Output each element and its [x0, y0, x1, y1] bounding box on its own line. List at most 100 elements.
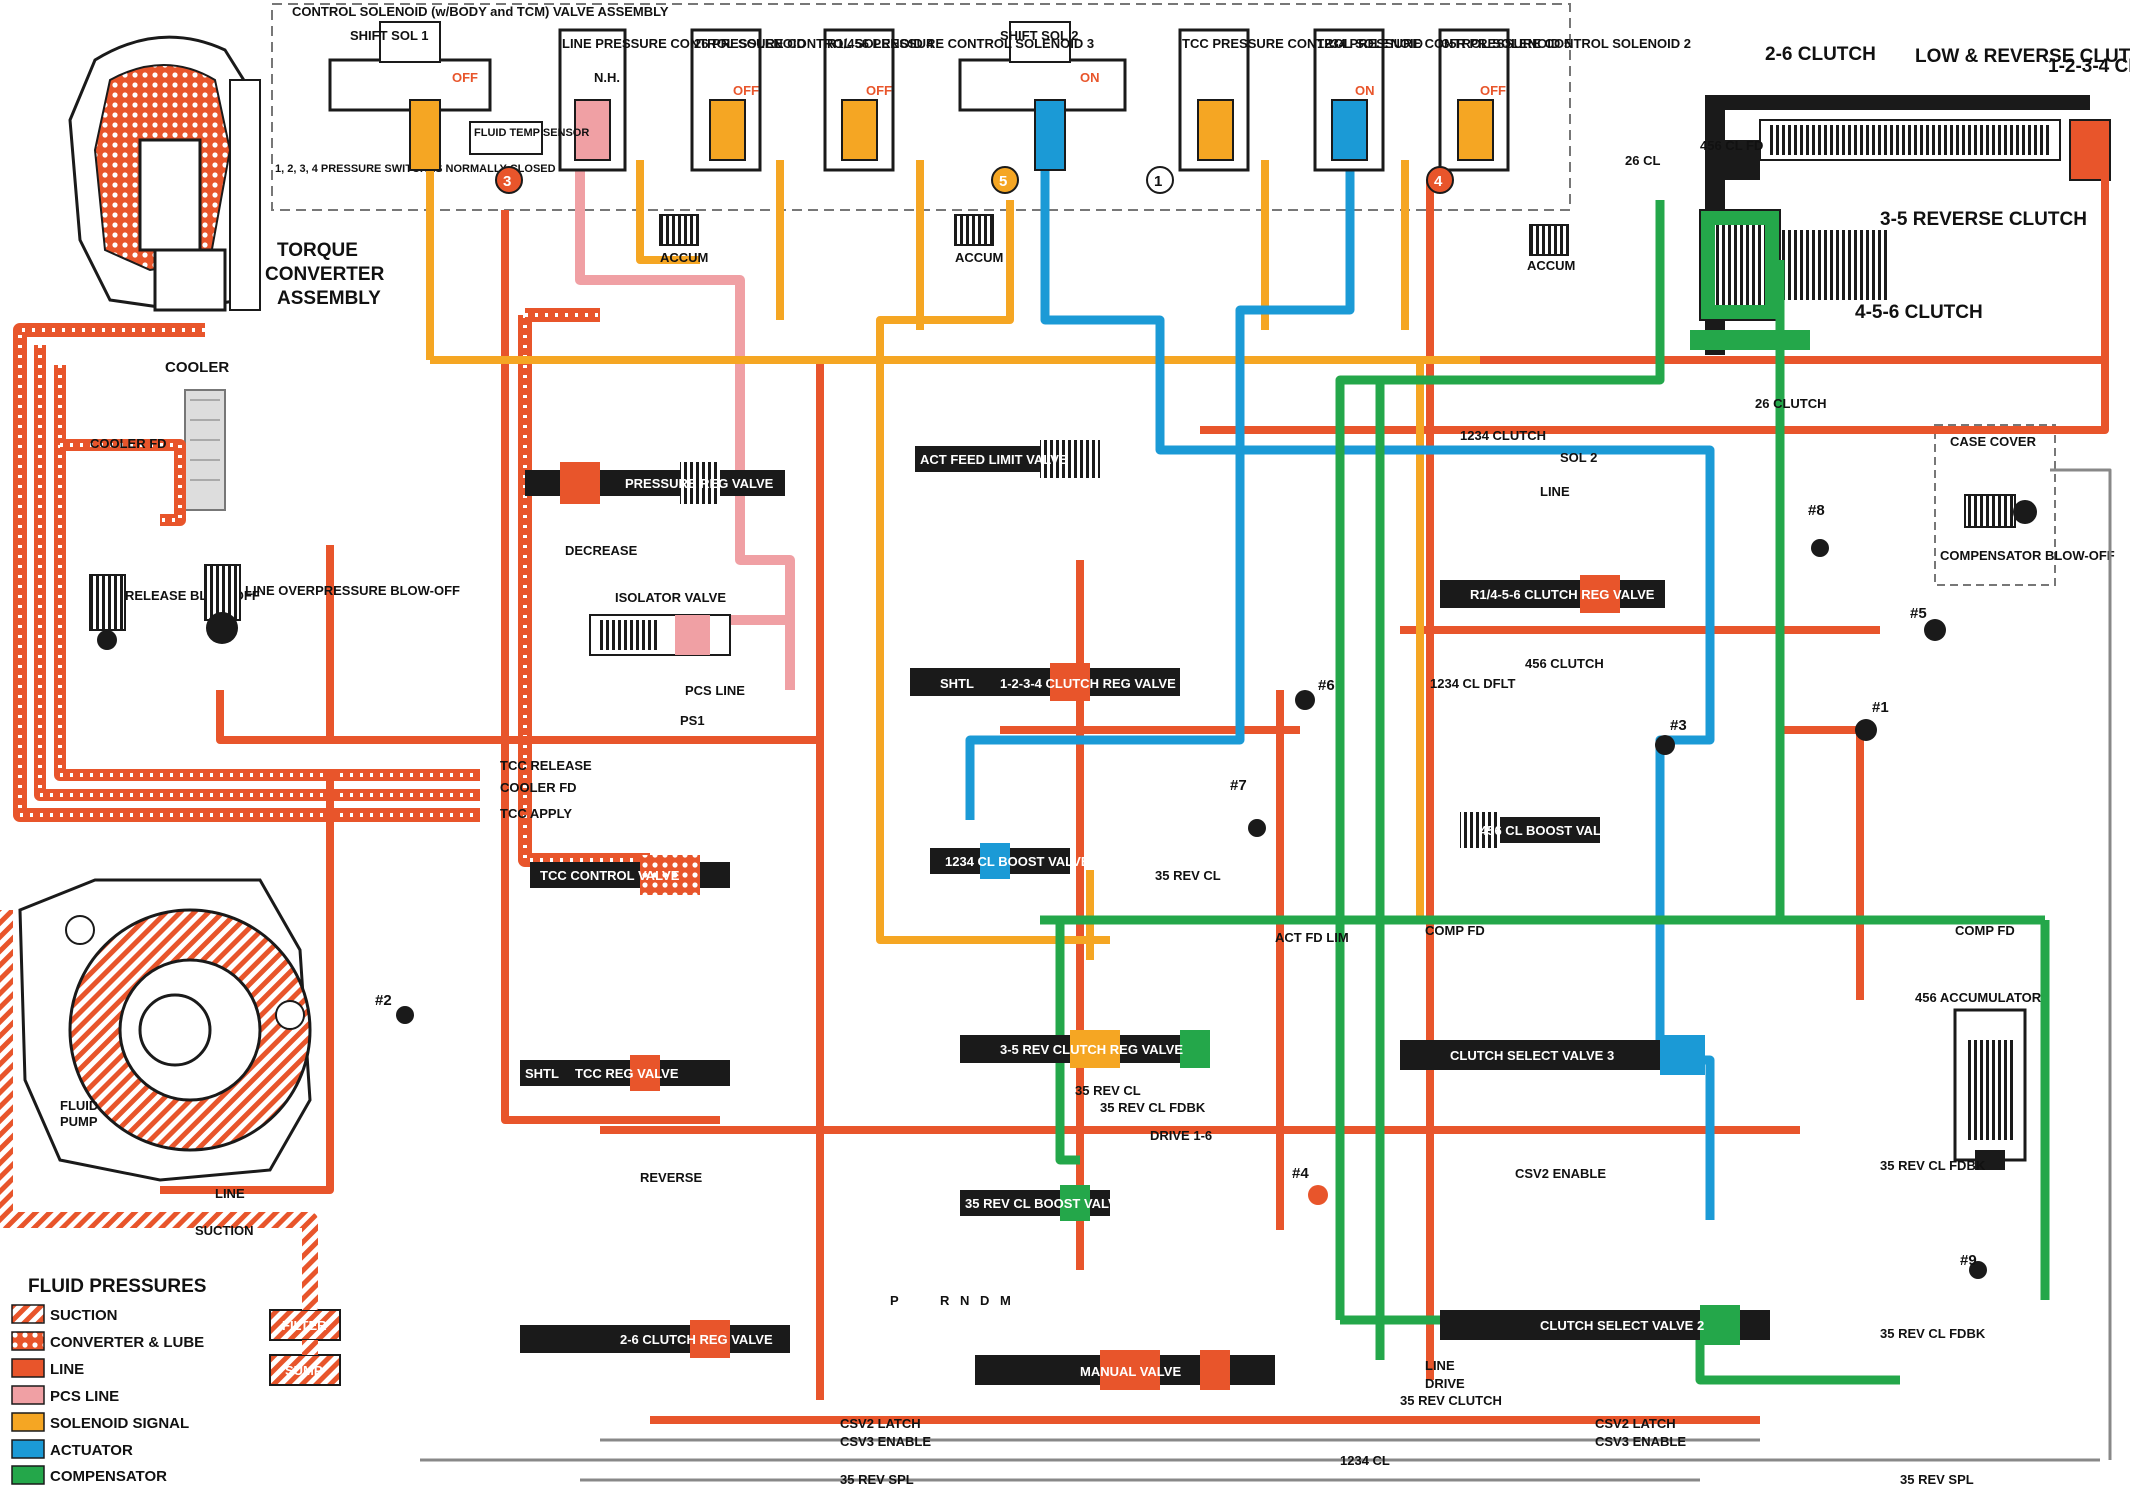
valve-label: 1-2-3-4 CLUTCH REG VALVE — [1000, 676, 1176, 691]
legend-swatch-compensator — [11, 1465, 45, 1485]
circuit-label: 35 REV SPL — [1900, 1472, 1974, 1487]
checkball-label: #4 — [1292, 1165, 1309, 1182]
solenoid-row — [328, 21, 1510, 172]
legend-swatch-actuator — [11, 1439, 45, 1459]
circuit-label: 35 REV CLUTCH — [1400, 1393, 1502, 1408]
manual-position: D — [980, 1293, 989, 1308]
valve-label: 456 CL BOOST VALVE — [1480, 823, 1618, 838]
circuit-label: COMP FD — [1955, 923, 2015, 938]
circuit-label: CSV2 LATCH — [840, 1416, 921, 1431]
circuit-label: 26 CLUTCH — [1755, 396, 1827, 411]
circuit-label: CSV3 ENABLE — [1595, 1434, 1686, 1449]
pressure-switch-number: 3 — [503, 173, 511, 190]
fluid-pump — [18, 878, 312, 1182]
valve-label: 2-6 CLUTCH REG VALVE — [620, 1332, 773, 1347]
pressure-switch-3 — [495, 166, 523, 194]
solenoid-state: OFF — [866, 83, 892, 98]
valve-1234-clutch-reg — [910, 663, 1180, 701]
valve-1234-cl-boost — [930, 843, 1070, 879]
valve-456-cl-boost — [1460, 812, 1600, 848]
checkball-label: #5 — [1910, 605, 1927, 622]
accum-3 — [1529, 224, 1569, 256]
checkball-label: #3 — [1670, 717, 1687, 734]
manual-position: M — [1000, 1293, 1011, 1308]
circuit-label: SOL 2 — [1560, 450, 1597, 465]
clutch-26-label: 2-6 CLUTCH — [1765, 44, 1876, 65]
fluid-pump-label: FLUID — [60, 1098, 98, 1113]
circuit-label: DRIVE 1-6 — [1150, 1128, 1212, 1143]
legend-swatch-converter — [11, 1331, 45, 1351]
checkball-2 — [396, 1006, 414, 1024]
solenoid-type: N.H. — [594, 70, 620, 85]
circuit-label: CSV2 LATCH — [1595, 1416, 1676, 1431]
circuit-label: COMP FD — [1425, 923, 1485, 938]
legend-label: COMPENSATOR — [50, 1468, 167, 1485]
valve-tcc-control — [530, 855, 730, 895]
circuit-label-group: 456 CL FD 26 CL 1234 CLUTCH 26 CLUTCH SO… — [90, 138, 2015, 1487]
legend-label: SOLENOID SIGNAL — [50, 1415, 189, 1432]
fluid-temp-label: FLUID TEMP SENSOR — [474, 127, 589, 139]
torque-converter-label: TORQUE — [277, 240, 358, 261]
circuit-label: CSV3 ENABLE — [840, 1434, 931, 1449]
circuit-label: COOLER FD — [90, 436, 167, 451]
solenoid-label: TCC PRESSURE CONTROL SOLENOID — [1182, 36, 1423, 51]
accumulator-456-label: 456 ACCUMULATOR — [1915, 990, 2042, 1005]
torque-converter-label-3: ASSEMBLY — [277, 288, 381, 309]
valve-isolator — [589, 614, 731, 656]
valve-label: 1234 CL BOOST VALVE — [945, 854, 1090, 869]
manual-position: N — [960, 1293, 969, 1308]
legend-label: CONVERTER & LUBE — [50, 1334, 204, 1351]
circuit-label: ACT FD LIM — [1275, 930, 1349, 945]
valve-35-rev-cl-boost — [960, 1185, 1110, 1221]
clutch-1234-label: 1-2-3-4 CLUTCH — [2048, 56, 2130, 77]
accum-1 — [659, 214, 699, 246]
checkball-label: #7 — [1230, 777, 1247, 794]
checkball-8 — [1811, 539, 1829, 557]
checkball-group — [396, 539, 1987, 1279]
sump-label: SUMP — [285, 1363, 323, 1378]
solenoid-label: SHIFT SOL 2 — [1000, 28, 1079, 43]
compensator-blowoff-spring — [1964, 494, 2016, 528]
valve-pressure-reg — [525, 462, 785, 504]
checkball-4 — [1308, 1185, 1328, 1205]
control-solenoid-label: CONTROL SOLENOID (w/BODY and TCM) VALVE … — [292, 4, 669, 19]
valve-label: 3-5 REV CLUTCH REG VALVE — [1000, 1042, 1183, 1057]
solenoid-1234-pcs — [1313, 28, 1385, 172]
valve-label: CLUTCH SELECT VALVE 2 — [1540, 1318, 1704, 1333]
solenoid-label: 26 PRESSURE CONTROL SOLENOID 4 — [694, 36, 934, 51]
valve-label: TCC REG VALVE — [575, 1066, 679, 1081]
clutch-456-label: 4-5-6 CLUTCH — [1855, 302, 1983, 323]
valve-label: R1/4-5-6 CLUTCH REG VALVE — [1470, 587, 1655, 602]
valve-manual — [975, 1350, 1275, 1390]
circuit-lines — [0, 100, 2112, 1482]
circuit-label: TCC RELEASE — [500, 758, 592, 773]
legend-swatch-line — [11, 1358, 45, 1378]
clutch-35-rev-label: 3-5 REVERSE CLUTCH — [1880, 209, 2087, 230]
pressure-switch-1 — [1146, 166, 1174, 194]
checkball-label: #2 — [375, 992, 392, 1009]
filter-label: FILTER — [282, 1318, 327, 1333]
circuit-label: 35 REV CL — [1155, 868, 1221, 883]
circuit-label: 456 CL FD — [1700, 138, 1763, 153]
valve-label: PRESSURE REG VALVE — [625, 476, 774, 491]
checkball-1 — [1855, 719, 1877, 741]
valve-26-clutch-reg — [520, 1320, 790, 1358]
circuit-label: DRIVE — [1425, 1376, 1465, 1391]
checkball-3 — [1655, 735, 1675, 755]
accum-label: ACCUM — [1527, 258, 1575, 273]
compensator-blowoff-ball — [2013, 500, 2037, 524]
legend-label: SUCTION — [50, 1307, 118, 1324]
solenoid-label: LINE PRESSURE CONTROL SOLENOID — [562, 36, 806, 51]
release-blowoff — [89, 574, 126, 650]
valve-shtl-label: SHTL — [525, 1066, 559, 1081]
solenoid-label: 1234 PRESSURE CONTROL SOLENOID 5 — [1317, 36, 1571, 51]
case-cover-outline — [1934, 424, 2056, 586]
solenoid-tcc-pcs — [1178, 28, 1250, 172]
fluid-pump-label-2: PUMP — [60, 1114, 98, 1129]
legend-label: PCS LINE — [50, 1388, 119, 1405]
legend-swatch-pcs-line — [11, 1385, 45, 1405]
torque-converter-assembly — [68, 35, 261, 312]
solenoid-label: 35R PRESSURE CONTROL SOLENOID 2 — [1442, 36, 1691, 51]
circuit-label: 35 REV CL FDBK — [1880, 1158, 1986, 1173]
